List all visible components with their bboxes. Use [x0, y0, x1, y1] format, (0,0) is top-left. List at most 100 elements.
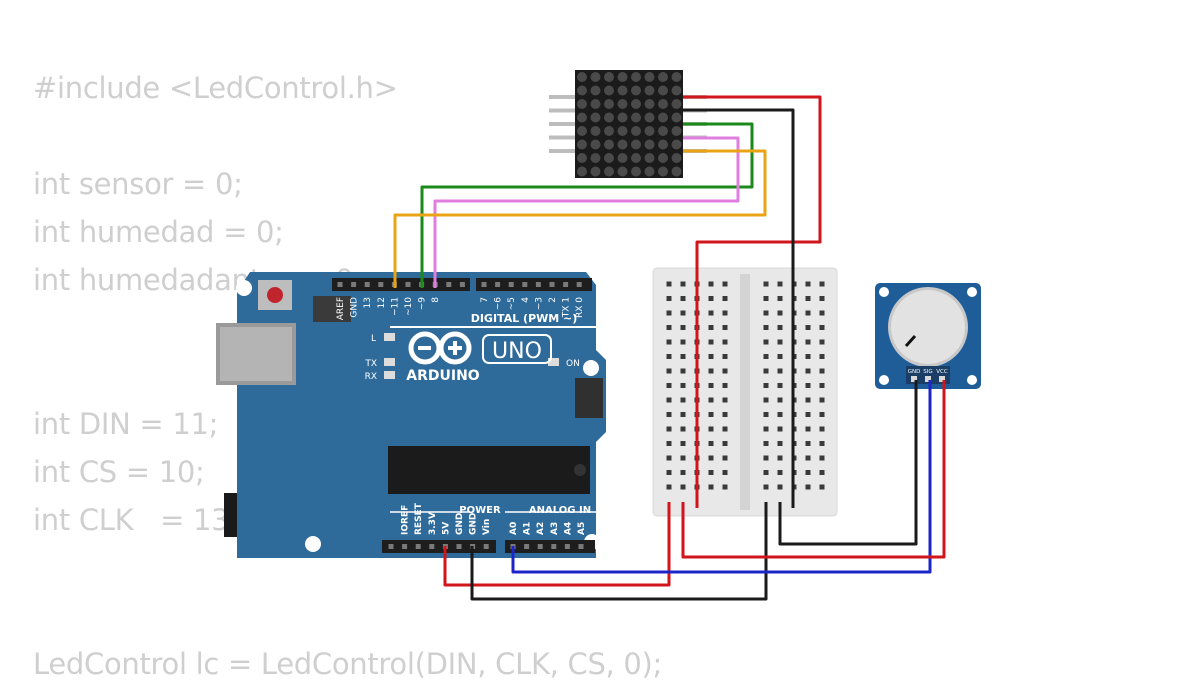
breadboard-hole [763, 310, 769, 316]
digital-pin-label: 7 [480, 297, 490, 303]
matrix-pin-left [549, 108, 577, 113]
breadboard-hole [708, 281, 714, 287]
matrix-led [631, 85, 641, 96]
matrix-led [671, 166, 682, 177]
breadboard-hole [708, 484, 714, 490]
breadboard-hole [666, 412, 672, 417]
breadboard-hole [777, 368, 783, 374]
wire-matrix-cs [433, 136, 740, 288]
digital-pin-label: 2 [548, 297, 558, 303]
power-pin-label: IOREF [401, 505, 411, 535]
breadboard-hole [722, 455, 728, 461]
breadboard-hole [777, 310, 783, 316]
breadboard-hole [708, 470, 714, 475]
matrix-led [658, 85, 668, 96]
matrix-led [631, 126, 641, 136]
breadboard-hole [777, 441, 783, 446]
breadboard-hole [763, 441, 769, 446]
matrix-led [658, 139, 668, 150]
breadboard-hole [763, 455, 769, 461]
matrix-led [644, 166, 655, 177]
breadboard-hole [819, 368, 825, 374]
breadboard-hole [777, 281, 783, 287]
breadboard-hole [680, 296, 686, 301]
breadboard-hole [819, 455, 825, 461]
digital-pin-label: AREF [336, 297, 346, 320]
matrix-led [631, 139, 641, 150]
breadboard-hole [805, 383, 811, 388]
power-pin-label: GND [469, 513, 479, 535]
breadboard-hole [819, 397, 825, 403]
matrix-led [671, 126, 682, 136]
digital-pin-label: 13 [363, 297, 373, 308]
breadboard-hole [722, 325, 728, 330]
digital-pin-label: 12 [377, 297, 387, 308]
breadboard-hole [819, 310, 825, 316]
breadboard-hole [680, 310, 686, 316]
power-pin-label: Vin [482, 519, 492, 535]
matrix-led [577, 166, 587, 177]
matrix-led [577, 139, 587, 150]
breadboard-hole [680, 397, 686, 403]
matrix-led [604, 99, 614, 109]
breadboard-hole [763, 484, 769, 490]
matrix-led [590, 153, 601, 163]
breadboard-hole [777, 383, 783, 388]
wire-matrix-gnd [683, 108, 795, 508]
matrix-led [590, 99, 601, 109]
matrix-led [577, 72, 587, 82]
breadboard-hole [666, 455, 672, 461]
code-line: int humedad = 0; [33, 215, 284, 249]
breadboard-hole [708, 455, 714, 461]
breadboard-hole [708, 339, 714, 345]
power-pin-label: 5V [441, 522, 451, 535]
breadboard-hole [763, 368, 769, 374]
breadboard-hole [805, 455, 811, 461]
breadboard-hole [666, 470, 672, 475]
matrix-led [577, 85, 587, 96]
digital-pin-label: GND [350, 297, 360, 318]
breadboard-hole [666, 325, 672, 330]
matrix-led [644, 139, 655, 150]
code-line: LedControl lc = LedControl(DIN, CLK, CS,… [33, 647, 663, 681]
breadboard-hole [805, 484, 811, 490]
breadboard-hole [666, 368, 672, 374]
matrix-led [577, 153, 587, 163]
breadboard-hole [680, 325, 686, 330]
matrix-led [658, 126, 668, 136]
breadboard-hole [819, 426, 825, 432]
breadboard-hole [680, 383, 686, 388]
matrix-led [604, 153, 614, 163]
wires [393, 95, 946, 601]
breadboard-hole [805, 296, 811, 301]
breadboard-hole [722, 310, 728, 316]
breadboard-hole [680, 455, 686, 461]
header-pin [563, 282, 569, 287]
breadboard-hole [666, 397, 672, 403]
breadboard-hole [763, 412, 769, 417]
wire-matrix-clk [393, 149, 767, 288]
breadboard-hole [777, 397, 783, 403]
breadboard-hole [805, 354, 811, 359]
header-pin [481, 282, 487, 287]
breadboard-hole [777, 470, 783, 475]
header-pin [351, 282, 357, 287]
code-line: int CS = 10; [33, 455, 205, 489]
analog-pin-label: A1 [523, 522, 533, 535]
header-pin [337, 282, 343, 287]
header-pin [551, 544, 557, 549]
breadboard-hole [805, 397, 811, 403]
matrix-led [644, 72, 655, 82]
code-line: int DIN = 11; [33, 407, 219, 441]
breadboard-hole [722, 441, 728, 446]
digital-pin-label: ~11 [390, 297, 400, 316]
sensor-pin [911, 376, 917, 382]
led-rx-label: RX [365, 372, 377, 382]
matrix-led [644, 153, 655, 163]
breadboard-hole [680, 484, 686, 490]
matrix-led [644, 126, 655, 136]
breadboard-hole [666, 484, 672, 490]
breadboard-hole [819, 281, 825, 287]
matrix-led [604, 72, 614, 82]
